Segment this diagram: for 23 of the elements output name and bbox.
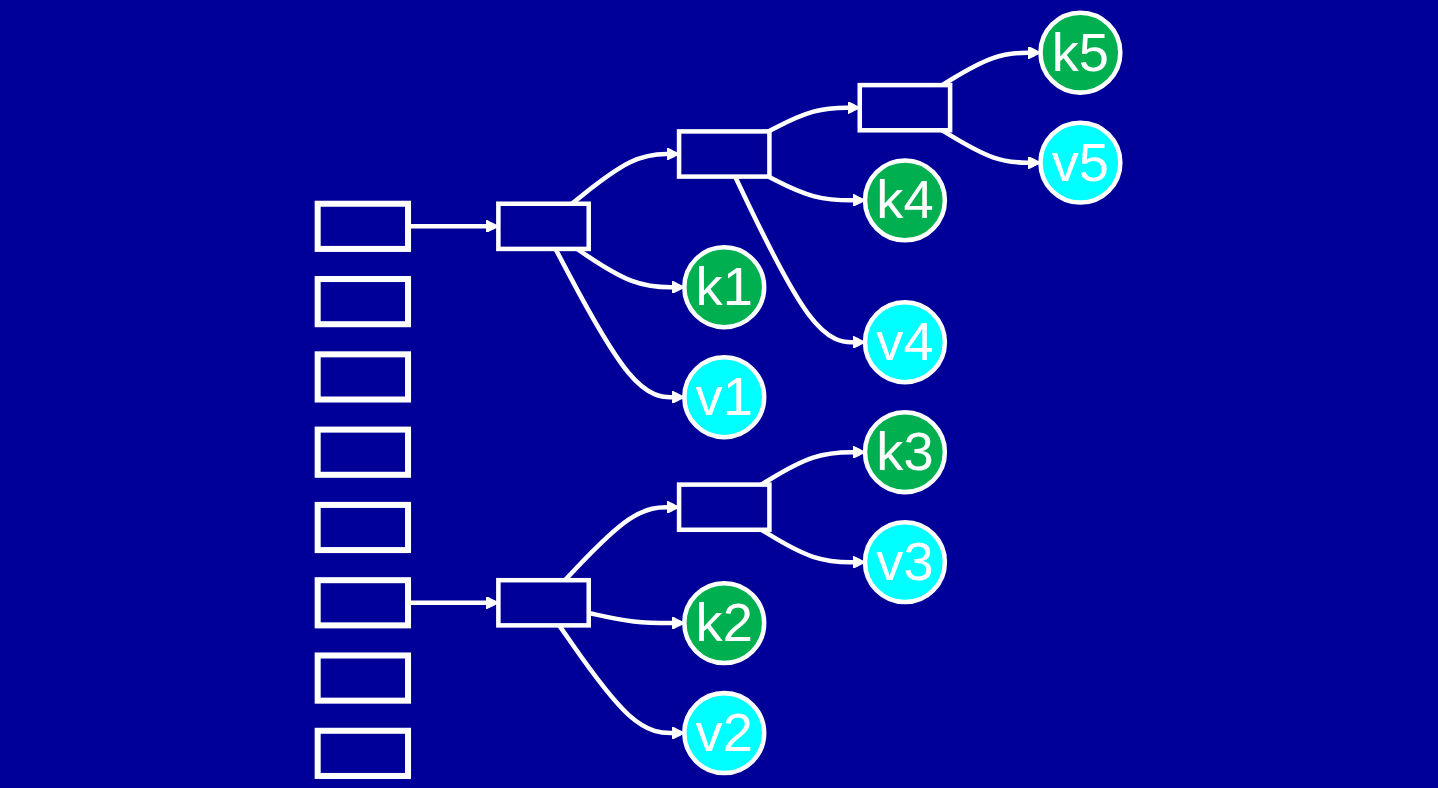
node-box (857, 82, 953, 133)
node-box (314, 276, 412, 328)
node-box (314, 652, 412, 704)
node-box (676, 482, 772, 533)
node-circle: v1 (682, 355, 767, 440)
node-box (314, 351, 412, 403)
node-circle: k3 (862, 410, 948, 495)
node-circle: v5 (1038, 120, 1123, 205)
node-circle: v3 (862, 520, 948, 605)
node-box (314, 727, 412, 779)
node-circle: k1 (682, 245, 767, 330)
node-box (314, 200, 412, 252)
node-circle: k4 (862, 158, 948, 243)
node-box (496, 577, 591, 628)
node-box (676, 129, 772, 179)
node-box (314, 501, 412, 554)
node-circle: v4 (862, 300, 948, 385)
node-box (314, 426, 412, 478)
node-circle: v2 (682, 690, 767, 776)
node-circle: k2 (682, 580, 767, 666)
node-circle: k5 (1038, 10, 1123, 95)
node-box (314, 577, 412, 629)
node-box (496, 201, 591, 252)
